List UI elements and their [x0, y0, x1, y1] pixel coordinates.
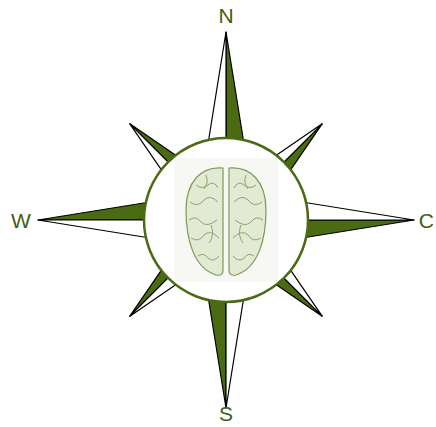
- direction-label: C: [419, 210, 434, 231]
- direction-label: N: [218, 5, 233, 26]
- direction-label: S: [219, 403, 233, 424]
- direction-label: W: [11, 210, 31, 231]
